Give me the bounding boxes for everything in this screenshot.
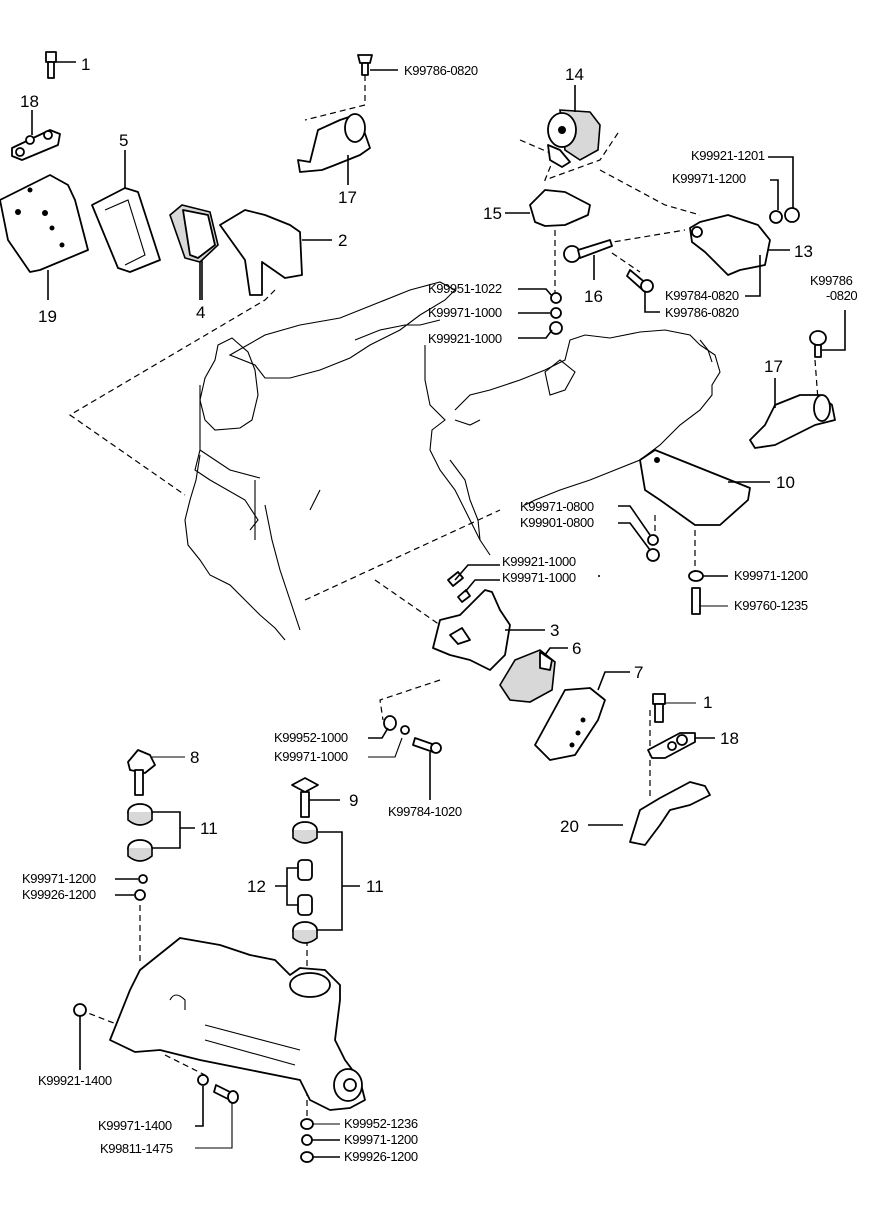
part-number-label: K99901-0800 [520, 515, 594, 530]
part-number-label: K99952-1000 [274, 730, 348, 745]
callout-12: 12 [247, 877, 266, 896]
part-number-label: K99971-1200 [22, 871, 96, 886]
callout-19: 19 [38, 307, 57, 326]
part-number-label: K99811-1475 [100, 1141, 173, 1156]
callout-1-top: 1 [81, 55, 90, 74]
callout-7: 7 [634, 663, 643, 682]
nut-stack-10 [618, 505, 660, 562]
leader-lines [199, 262, 600, 577]
part-number-label: K99971-0800 [520, 499, 594, 514]
bushing-11-left-upper [127, 803, 153, 826]
engine-bracket-2 [219, 209, 332, 296]
callout-5: 5 [119, 131, 128, 150]
part-number-label: K99971-1000 [428, 305, 502, 320]
bolt-1-right [652, 693, 696, 723]
callout-4: 4 [196, 303, 205, 322]
washer-stack-left [115, 874, 148, 901]
washer-stack-bottom-right [300, 1118, 340, 1163]
callout-14: 14 [565, 65, 584, 84]
part-number-label: K99926-1200 [344, 1149, 418, 1164]
mount-cover-19 [0, 174, 89, 300]
callout-1-right: 1 [703, 693, 712, 712]
transfer-case [109, 937, 366, 1111]
callout-16: 16 [584, 287, 603, 306]
callout-6: 6 [572, 639, 581, 658]
part-number-label: -0820 [826, 288, 857, 303]
mount-block-10 [639, 449, 770, 526]
part-number-label: K99971-1000 [502, 570, 576, 585]
nut-stack-15 [518, 288, 563, 339]
stopper-plate-18-top [11, 110, 61, 161]
mount-rubber-7 [534, 671, 630, 761]
bushing-11-left-lower [127, 839, 153, 862]
part-number-label: K99971-1000 [274, 749, 348, 764]
nut-k99921-1400 [73, 1003, 87, 1070]
part-number-label: K99971-1200 [734, 568, 808, 583]
fastener-group-bottom [195, 1074, 239, 1149]
bracket-15 [505, 189, 591, 227]
part-number-label: K99921-1000 [428, 331, 502, 346]
callout-8: 8 [190, 748, 199, 767]
bolt-16 [563, 239, 613, 280]
insulator-17-top [297, 113, 371, 185]
callout-17-right: 17 [764, 357, 783, 376]
part-number-label: K99760-1235 [734, 598, 808, 613]
callout-15: 15 [483, 204, 502, 223]
upper-mount-14 [547, 85, 601, 168]
bushing-11-right-lower [292, 921, 318, 944]
mount-bolt-8 [127, 749, 185, 796]
heat-shield-5 [91, 150, 161, 273]
callout-10: 10 [776, 473, 795, 492]
bolt-k99786-top [357, 54, 398, 76]
callout-11-right: 11 [366, 877, 384, 896]
lower-bracket-20 [588, 781, 711, 846]
callout-11-left: 11 [200, 819, 218, 838]
bolt-1-top [45, 51, 76, 79]
callout-17-top: 17 [338, 188, 357, 207]
nut-stack-3 [447, 564, 500, 603]
part-number-label: K99784-1020 [388, 804, 462, 819]
transmission [454, 329, 721, 506]
bolt-stack-10 [688, 570, 728, 615]
part-number-label: K99951-1022 [428, 281, 502, 296]
part-number-label: K99786-0820 [665, 305, 739, 320]
washer-nut-group-13 [768, 156, 800, 224]
part-number-label: K99784-0820 [665, 288, 739, 303]
collar-12-lower [297, 894, 313, 916]
bolt-k99786-right [809, 310, 846, 358]
bolt-k99786-mid [626, 269, 660, 313]
callout-18-right: 18 [720, 729, 739, 748]
collar-12-upper [297, 859, 313, 881]
bushing-11-right-upper [292, 821, 318, 844]
callout-bracket-12 [275, 867, 298, 906]
callout-18-top: 18 [20, 92, 39, 111]
part-number-label: K99926-1200 [22, 887, 96, 902]
part-number-label: K99786 [810, 273, 853, 288]
callout-9: 9 [349, 791, 358, 810]
part-number-label: K99952-1236 [344, 1116, 418, 1131]
part-number-label: K99921-1000 [502, 554, 576, 569]
mount-bolt-9 [291, 777, 340, 818]
part-number-label: K99971-1400 [98, 1118, 172, 1133]
callout-bracket-11-right [317, 831, 360, 931]
fastener-group-3 [368, 715, 442, 800]
stopper-plate-18-right [647, 732, 715, 759]
engine-block [184, 281, 491, 641]
mount-6 [499, 647, 568, 703]
part-number-label: K99971-1200 [344, 1132, 418, 1147]
callout-bracket-11-left [152, 811, 195, 849]
engine-mount-4 [169, 204, 219, 300]
callout-20: 20 [560, 817, 579, 836]
callout-13: 13 [794, 242, 813, 261]
part-number-label: K99921-1201 [691, 148, 765, 163]
part-number-label: K99971-1200 [672, 171, 746, 186]
part-number-label: K99921-1400 [38, 1073, 112, 1088]
rear-bracket-13 [689, 214, 790, 297]
callout-3: 3 [550, 621, 559, 640]
part-number-label: K99786-0820 [404, 63, 478, 78]
insulator-17-right [749, 378, 836, 449]
callout-2: 2 [338, 231, 347, 250]
bracket-3 [432, 589, 545, 671]
